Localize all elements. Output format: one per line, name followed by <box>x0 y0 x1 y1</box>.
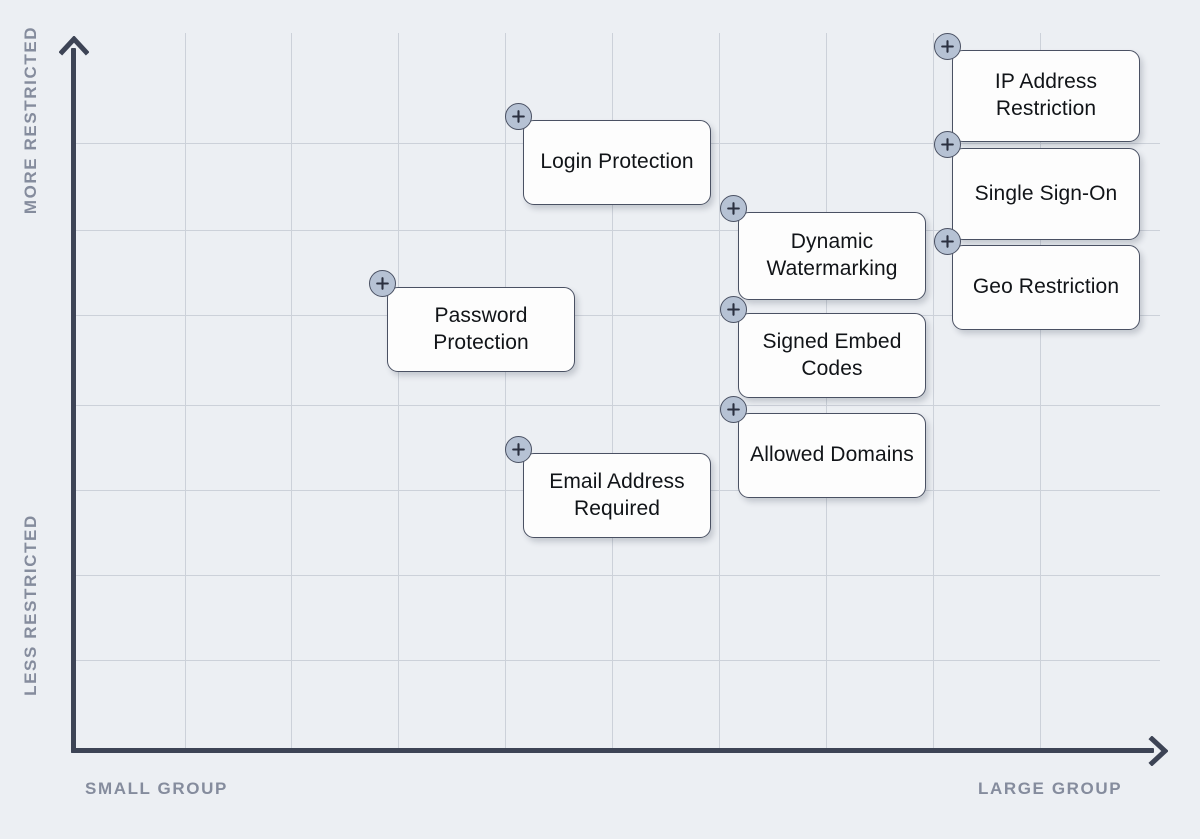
feature-card-label: Password Protection <box>433 303 529 354</box>
up-arrow-icon <box>59 36 89 66</box>
feature-card-label: Email Address Required <box>549 469 685 520</box>
gridline-vertical <box>505 33 506 750</box>
feature-card-single-sign-on[interactable]: Single Sign-On <box>934 131 1140 240</box>
feature-card-ip-address-restriction[interactable]: IP Address Restriction <box>934 33 1140 142</box>
x-axis-label-small-group: SMALL GROUP <box>85 779 228 798</box>
plus-circle-icon[interactable] <box>505 436 532 463</box>
feature-card-label: IP Address Restriction <box>994 70 1098 120</box>
feature-card-signed-embed-codes[interactable]: Signed Embed Codes <box>720 296 926 398</box>
feature-card-email-address-required[interactable]: Email Address Required <box>505 436 711 538</box>
feature-card-label: Dynamic Watermarking <box>766 230 898 280</box>
x-axis-label-large-group: LARGE GROUP <box>978 779 1123 798</box>
feature-card-label: Signed Embed Codes <box>762 329 902 380</box>
gridline-horizontal <box>73 660 1160 661</box>
plus-circle-icon[interactable] <box>720 195 747 222</box>
feature-card-geo-restriction[interactable]: Geo Restriction <box>934 228 1140 330</box>
feature-card-login-protection[interactable]: Login Protection <box>505 103 711 205</box>
gridline-vertical <box>719 33 720 750</box>
plus-circle-icon[interactable] <box>369 270 396 297</box>
gridline-horizontal <box>73 405 1160 406</box>
gridline-vertical <box>291 33 292 750</box>
feature-card-label: Single Sign-On <box>974 181 1118 205</box>
feature-card-label: Geo Restriction <box>972 275 1120 299</box>
gridline-vertical <box>185 33 186 750</box>
plus-circle-icon[interactable] <box>505 103 532 130</box>
y-axis-label-more-restricted: MORE RESTRICTED <box>21 25 40 215</box>
plus-circle-icon[interactable] <box>934 228 961 255</box>
plus-circle-icon[interactable] <box>720 396 747 423</box>
feature-card-allowed-domains[interactable]: Allowed Domains <box>720 396 926 498</box>
gridline-horizontal <box>73 575 1160 576</box>
y-axis-label-less-restricted: LESS RESTRICTED <box>21 514 40 696</box>
gridline-vertical <box>398 33 399 750</box>
y-axis-line <box>71 48 76 753</box>
feature-card-password-protection[interactable]: Password Protection <box>369 270 575 372</box>
x-axis-line <box>71 748 1154 753</box>
feature-card-label: Login Protection <box>540 150 694 174</box>
feature-card-dynamic-watermarking[interactable]: Dynamic Watermarking <box>720 195 926 300</box>
right-arrow-icon <box>1138 736 1168 766</box>
plus-circle-icon[interactable] <box>934 131 961 158</box>
plus-circle-icon[interactable] <box>720 296 747 323</box>
feature-card-label: Allowed Domains <box>750 443 914 467</box>
plus-circle-icon[interactable] <box>934 33 961 60</box>
